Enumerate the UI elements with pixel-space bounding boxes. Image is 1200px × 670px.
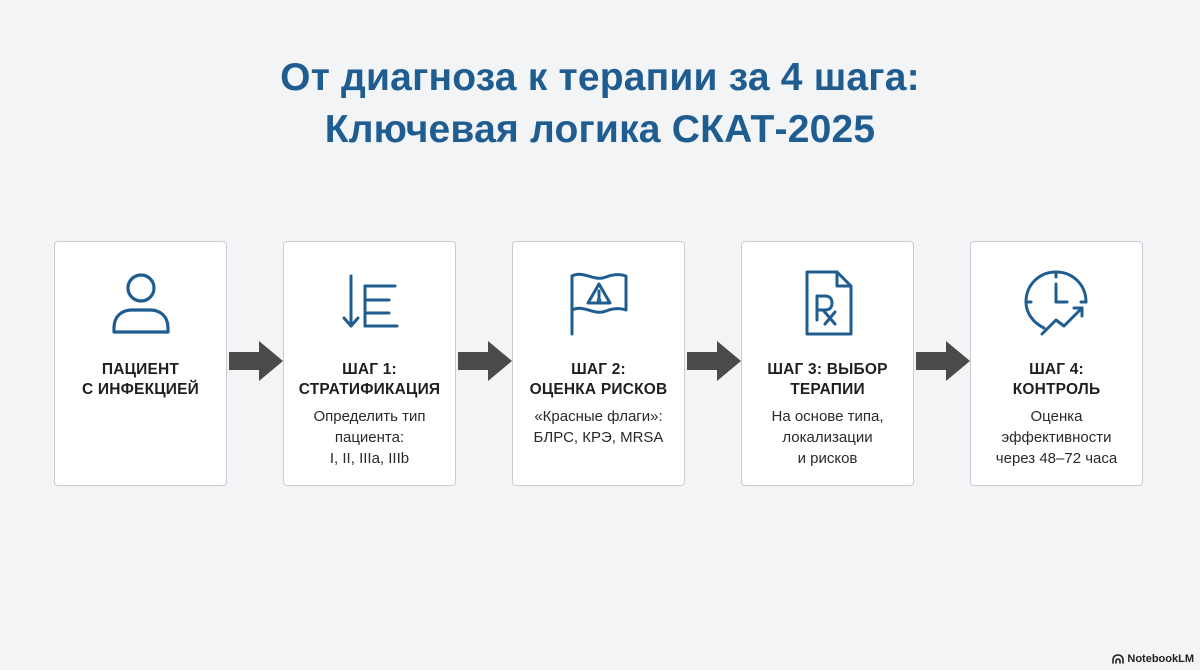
page-title: От диагноза к терапии за 4 шага: Ключева… bbox=[0, 52, 1200, 156]
step-heading-line: СТРАТИФИКАЦИЯ bbox=[298, 381, 441, 398]
step-description-line: Определить тип bbox=[313, 408, 426, 425]
brand-watermark: NotebookLM bbox=[1112, 653, 1194, 665]
prescription-icon bbox=[793, 268, 863, 338]
step-heading-line: ОЦЕНКА РИСКОВ bbox=[529, 381, 668, 398]
right-arrow-icon bbox=[916, 341, 970, 381]
step-description-line: На основе типа, bbox=[771, 408, 884, 425]
right-arrow-icon bbox=[687, 341, 741, 381]
step-heading-line: ШАГ 4: bbox=[1029, 361, 1084, 378]
step-heading-line: С ИНФЕКЦИЕЙ bbox=[81, 381, 199, 398]
step-description: На основе типа, локализации и рисков bbox=[746, 406, 909, 469]
clock-trend-icon bbox=[1022, 268, 1092, 338]
step-heading: ШАГ 3: ВЫБОР ТЕРАПИИ bbox=[746, 360, 909, 400]
step-heading-line: ТЕРАПИИ bbox=[790, 381, 865, 398]
step-description-line: эффективности bbox=[1001, 429, 1112, 446]
right-arrow-icon bbox=[229, 341, 283, 381]
step-description: Определить тип пациента: I, II, IIIa, II… bbox=[288, 406, 451, 469]
step-card-monitoring: ШАГ 4: КОНТРОЛЬ Оценка эффективности чер… bbox=[970, 241, 1143, 486]
brand-label: NotebookLM bbox=[1127, 653, 1194, 665]
step-heading: ШАГ 2: ОЦЕНКА РИСКОВ bbox=[517, 360, 680, 400]
process-flow: ПАЦИЕНТ С ИНФЕКЦИЕЙ ШАГ 1: СТРАТИФИКАЦИЯ… bbox=[54, 241, 1148, 491]
page-title-line-1: От диагноза к терапии за 4 шага: bbox=[280, 56, 920, 99]
warning-flag-icon bbox=[564, 268, 634, 338]
step-description-line: через 48–72 часа bbox=[995, 450, 1118, 467]
step-heading-line: КОНТРОЛЬ bbox=[1012, 381, 1101, 398]
step-heading: ШАГ 1: СТРАТИФИКАЦИЯ bbox=[288, 360, 451, 400]
step-description: «Красные флаги»: БЛРС, КРЭ, MRSA bbox=[517, 406, 680, 448]
step-description-line: локализации bbox=[782, 429, 873, 446]
step-description: Оценка эффективности через 48–72 часа bbox=[975, 406, 1138, 469]
step-heading: ШАГ 4: КОНТРОЛЬ bbox=[975, 360, 1138, 400]
step-heading: ПАЦИЕНТ С ИНФЕКЦИЕЙ bbox=[59, 360, 222, 400]
step-card-patient: ПАЦИЕНТ С ИНФЕКЦИЕЙ bbox=[54, 241, 227, 486]
step-description-line: БЛРС, КРЭ, MRSA bbox=[533, 429, 664, 446]
step-description-line: пациента: bbox=[334, 429, 405, 446]
patient-icon bbox=[106, 268, 176, 338]
notebooklm-logo-icon bbox=[1112, 654, 1125, 664]
step-card-risk-assessment: ШАГ 2: ОЦЕНКА РИСКОВ «Красные флаги»: БЛ… bbox=[512, 241, 685, 486]
right-arrow-icon bbox=[458, 341, 512, 381]
stratification-icon bbox=[335, 268, 405, 338]
step-heading-line: ШАГ 1: bbox=[342, 361, 397, 378]
step-description-line: и рисков bbox=[797, 450, 858, 467]
step-description-line: «Красные флаги»: bbox=[534, 408, 663, 425]
step-heading-line: ШАГ 3: ВЫБОР bbox=[767, 361, 888, 378]
step-card-therapy-choice: ШАГ 3: ВЫБОР ТЕРАПИИ На основе типа, лок… bbox=[741, 241, 914, 486]
step-heading-line: ШАГ 2: bbox=[571, 361, 626, 378]
step-description-line: I, II, IIIa, IIIb bbox=[329, 450, 410, 467]
step-description-line: Оценка bbox=[1030, 408, 1083, 425]
step-heading-line: ПАЦИЕНТ bbox=[101, 361, 180, 378]
page-title-line-2: Ключевая логика СКАТ-2025 bbox=[324, 108, 876, 151]
step-card-stratification: ШАГ 1: СТРАТИФИКАЦИЯ Определить тип паци… bbox=[283, 241, 456, 486]
